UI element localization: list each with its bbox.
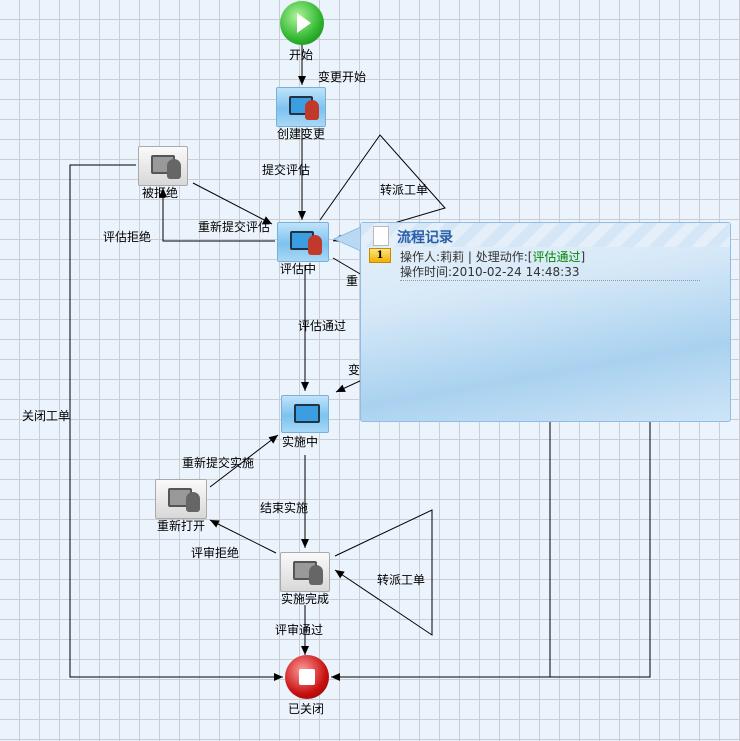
record-index-badge: 1	[369, 248, 391, 263]
impl-done-label: 实施完成	[281, 592, 330, 606]
edge-right-1	[331, 420, 551, 681]
edge-resubmit-impl	[209, 434, 279, 488]
reopen-node[interactable]	[155, 479, 207, 519]
rejected-label: 被拒绝	[142, 186, 179, 200]
edge-eval-reject	[159, 188, 275, 242]
edge-reassign-2	[334, 509, 433, 636]
flow-record-popup: 流程记录 1 操作人:莉莉 | 处理动作:[评估通过] 操作时间:2010-02…	[360, 222, 731, 422]
edge-right-2	[550, 420, 651, 678]
edge-partial-change	[335, 379, 363, 393]
start-node[interactable]	[280, 1, 324, 45]
edge-resubmit-eval	[192, 182, 273, 225]
record-action-close: ]	[580, 250, 586, 264]
edge-partial-re	[332, 257, 363, 276]
record-operator: 操作人:莉莉 | 处理动作:[	[400, 250, 533, 264]
edge-label-resubmit-impl: 重新提交实施	[182, 456, 255, 470]
edge-label-partial-change: 变	[348, 363, 361, 377]
edge-label-review-pass: 评审通过	[275, 623, 324, 637]
implementing-node[interactable]	[281, 395, 329, 433]
popup-pointer	[332, 226, 362, 252]
popup-title: 流程记录	[397, 230, 453, 246]
edge-label-review-reject: 评审拒绝	[191, 546, 240, 560]
user-icon	[167, 159, 181, 179]
record-operator-line: 操作人:莉莉 | 处理动作:[评估通过]	[400, 248, 585, 265]
edge-label-reassign-1: 转派工单	[380, 183, 429, 197]
record-time: 操作时间:2010-02-24 14:48:33	[400, 265, 580, 279]
edge-label-reassign-2: 转派工单	[377, 573, 426, 587]
edge-label-eval-reject: 评估拒绝	[103, 230, 152, 244]
rejected-node[interactable]	[138, 146, 188, 186]
edge-label-close-ticket: 关闭工单	[22, 409, 71, 423]
edge-label-eval-pass: 评估通过	[298, 319, 347, 333]
impl-done-node[interactable]	[280, 552, 330, 592]
closed-label: 已关闭	[288, 702, 325, 716]
edge-label-resubmit-eval: 重新提交评估	[198, 220, 271, 234]
edge-close-ticket	[69, 164, 283, 681]
edge-label-end-impl: 结束实施	[260, 501, 309, 515]
edge-label-partial-re: 重	[346, 274, 359, 288]
notepad-icon	[373, 226, 389, 246]
create-change-node[interactable]	[276, 87, 326, 127]
user-icon	[308, 235, 322, 255]
evaluating-node[interactable]	[277, 222, 329, 262]
start-label: 开始	[289, 48, 314, 62]
monitor-icon	[294, 404, 320, 423]
record-action: 评估通过	[532, 250, 581, 264]
implementing-label: 实施中	[282, 435, 319, 449]
edge-label-change-start: 变更开始	[318, 70, 367, 84]
user-icon	[305, 100, 319, 120]
play-icon	[297, 13, 311, 33]
stop-icon	[299, 669, 315, 685]
edge-label-submit-eval: 提交评估	[262, 163, 311, 177]
create-change-label: 创建变更	[277, 127, 326, 141]
edge-review-reject	[209, 519, 277, 554]
record-divider	[400, 280, 700, 281]
closed-node[interactable]	[285, 655, 329, 699]
evaluating-label: 评估中	[280, 262, 317, 276]
user-icon	[186, 492, 200, 512]
reopen-label: 重新打开	[157, 519, 206, 533]
user-icon	[309, 565, 323, 585]
